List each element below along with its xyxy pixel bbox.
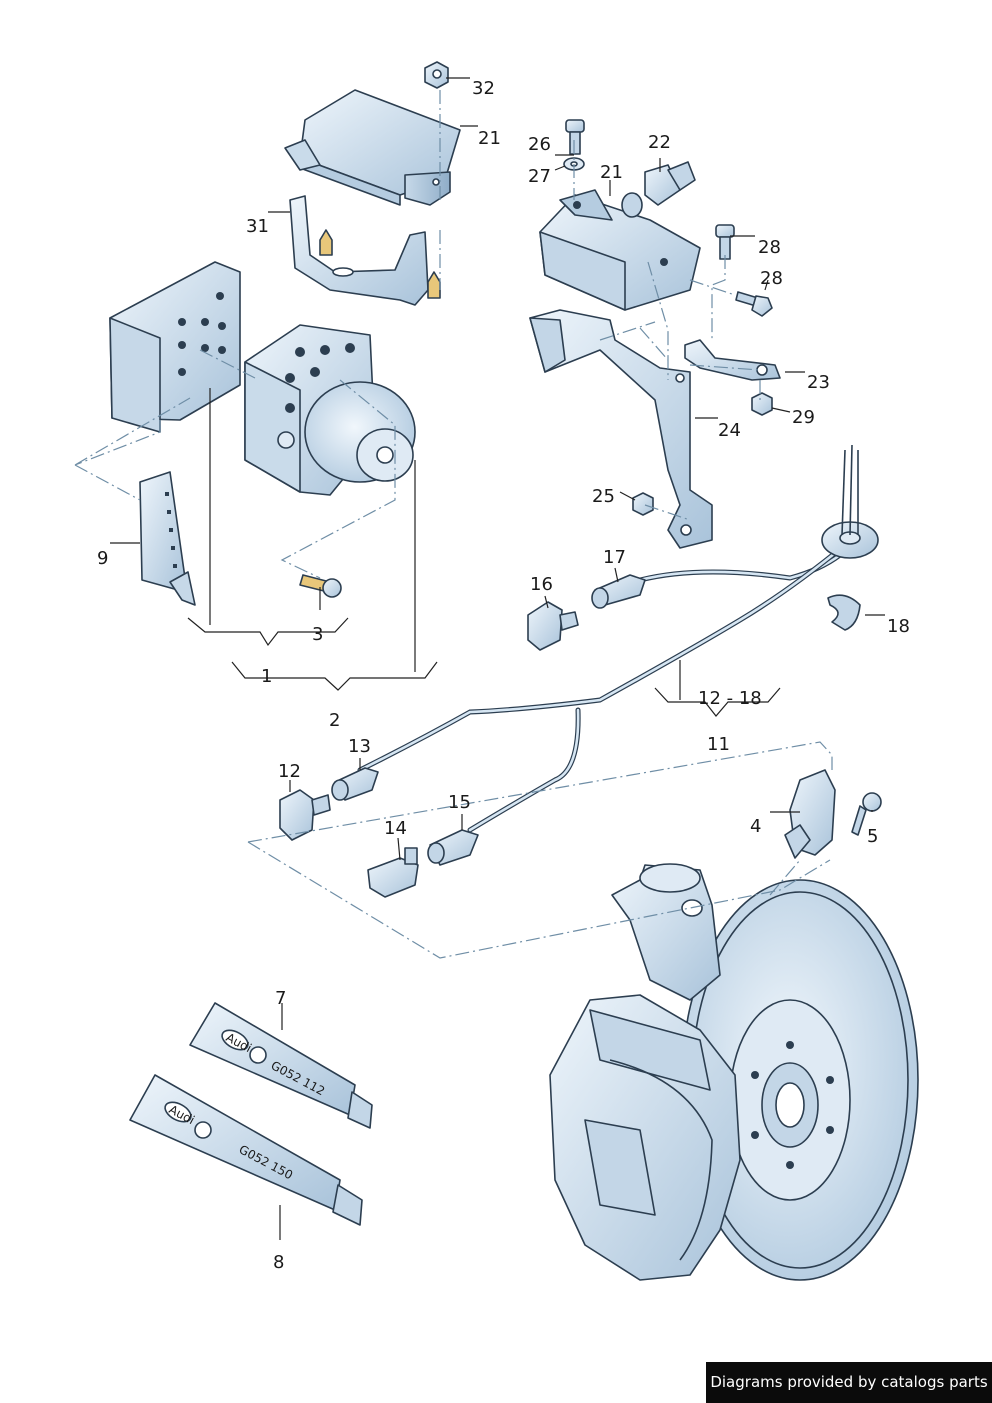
callout-13: 13 bbox=[348, 736, 371, 757]
grease-tube-7: G052 112 Audi bbox=[189, 1002, 373, 1129]
vw-logo-icon bbox=[194, 1121, 212, 1139]
bracket-31 bbox=[289, 195, 441, 306]
callout-7: 7 bbox=[275, 988, 286, 1009]
bolt-28-upper bbox=[715, 224, 735, 260]
control-unit-right bbox=[539, 189, 701, 311]
bolt-28-lower bbox=[735, 291, 773, 317]
wiring-harness bbox=[279, 444, 879, 898]
control-unit-top bbox=[284, 89, 461, 206]
nut-29 bbox=[751, 392, 773, 416]
callout-11: 11 bbox=[707, 734, 730, 755]
bracket-24 bbox=[529, 309, 713, 549]
callout-26: 26 bbox=[528, 134, 551, 155]
callout-28-lower: 28 bbox=[760, 268, 783, 289]
callout-28-upper: 28 bbox=[758, 237, 781, 258]
callout-25: 25 bbox=[592, 486, 615, 507]
callout-labels: 32 21 31 9 3 1 2 26 22 21 27 28 28 23 29… bbox=[97, 78, 910, 1273]
brake-assembly bbox=[549, 863, 919, 1281]
bolt-5 bbox=[851, 792, 882, 836]
bolt-3 bbox=[299, 574, 342, 598]
leader-lines bbox=[110, 77, 885, 1240]
callout-2: 2 bbox=[329, 710, 340, 731]
callout-15: 15 bbox=[448, 792, 471, 813]
abs-control-module bbox=[109, 261, 241, 433]
vw-logo-icon bbox=[249, 1046, 267, 1064]
speed-sensor-4 bbox=[784, 769, 836, 859]
connector-9 bbox=[139, 471, 196, 606]
callout-31: 31 bbox=[246, 216, 269, 237]
callout-16: 16 bbox=[530, 574, 553, 595]
callout-4: 4 bbox=[750, 816, 761, 837]
callout-12-18: 12 - 18 bbox=[698, 688, 762, 709]
callout-14: 14 bbox=[384, 818, 407, 839]
callout-3: 3 bbox=[312, 624, 323, 645]
footer-credit: Diagrams provided by catalogs parts bbox=[706, 1362, 992, 1403]
callout-23: 23 bbox=[807, 372, 830, 393]
callout-1: 1 bbox=[261, 666, 272, 687]
callout-12: 12 bbox=[278, 761, 301, 782]
connector-22 bbox=[644, 161, 696, 206]
callout-9: 9 bbox=[97, 548, 108, 569]
callout-32: 32 bbox=[472, 78, 495, 99]
callout-22: 22 bbox=[648, 132, 671, 153]
nut-25 bbox=[632, 492, 654, 516]
nut-32 bbox=[424, 61, 449, 89]
callout-24: 24 bbox=[718, 420, 741, 441]
callout-17: 17 bbox=[603, 547, 626, 568]
abs-hydraulic-unit bbox=[244, 324, 416, 496]
callout-29: 29 bbox=[792, 407, 815, 428]
callout-21-left: 21 bbox=[478, 128, 501, 149]
bolt-26 bbox=[565, 119, 585, 155]
callout-5: 5 bbox=[867, 826, 878, 847]
callout-21-right: 21 bbox=[600, 162, 623, 183]
callout-18: 18 bbox=[887, 616, 910, 637]
dashed-guides bbox=[74, 90, 833, 959]
callout-8: 8 bbox=[273, 1252, 284, 1273]
callout-27: 27 bbox=[528, 166, 551, 187]
bracket-23 bbox=[684, 339, 781, 381]
